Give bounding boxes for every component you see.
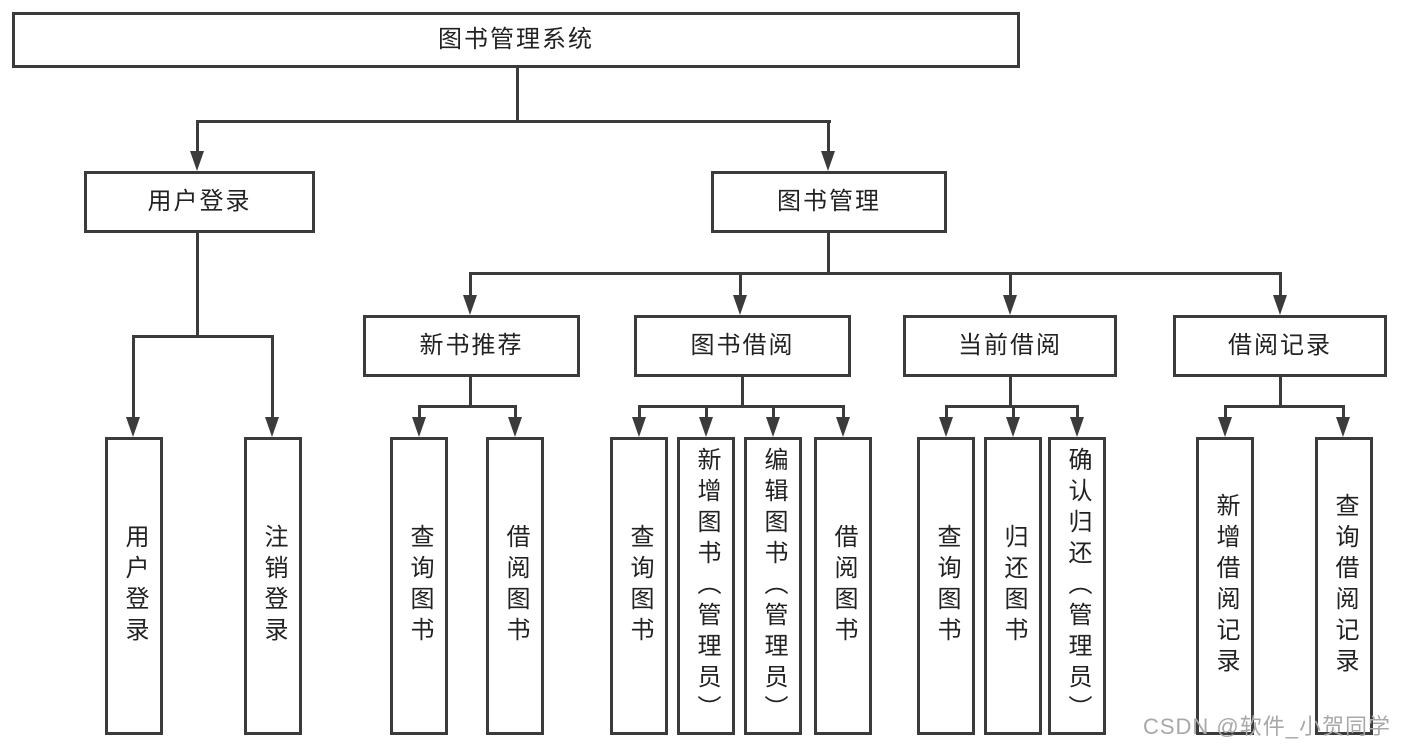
connector-line [772, 405, 775, 419]
arrowhead-down-icon [1070, 417, 1084, 437]
connector-line [1012, 405, 1015, 419]
node-new-book-recommend: 新书推荐 [363, 315, 580, 377]
connector-line [132, 335, 274, 338]
connector-line [638, 405, 641, 419]
connector-line [1279, 272, 1282, 297]
connector-line [1076, 405, 1079, 419]
arrowhead-down-icon [632, 417, 646, 437]
connector-line [514, 405, 517, 419]
node-label: 新增借阅记录 [1212, 493, 1239, 679]
connector-line [271, 335, 274, 419]
node-leaf-logout: 注销登录 [244, 437, 302, 735]
csdn-watermark: CSDN @软件_小贺同学 [1142, 714, 1391, 739]
node-label: 确认归还（管理员） [1064, 446, 1091, 726]
node-label: 借阅图书 [502, 524, 529, 648]
arrowhead-down-icon [508, 417, 522, 437]
connector-line [469, 272, 1282, 275]
connector-line [418, 405, 517, 408]
node-leaf-edit-books-admin: 编辑图书（管理员） [744, 437, 802, 735]
connector-line [842, 405, 845, 419]
node-label: 注销登录 [260, 524, 287, 648]
arrowhead-down-icon [190, 151, 204, 171]
node-leaf-user-login: 用户登录 [105, 437, 163, 735]
connector-line [705, 405, 708, 419]
node-leaf-return-books: 归还图书 [984, 437, 1042, 735]
node-label: 查询图书 [406, 524, 433, 648]
connector-line [739, 272, 742, 297]
node-book-borrowing: 图书借阅 [634, 315, 851, 377]
node-label: 借阅图书 [830, 524, 857, 648]
arrowhead-down-icon [1336, 417, 1350, 437]
node-label: 用户登录 [121, 524, 148, 648]
node-leaf-confirm-return-admin: 确认归还（管理员） [1048, 437, 1106, 735]
connector-line [196, 233, 199, 338]
node-library-management-system: 图书管理系统 [12, 12, 1020, 68]
node-leaf-query-books-2: 查询图书 [610, 437, 668, 735]
arrowhead-down-icon [821, 151, 835, 171]
connector-line [132, 335, 135, 419]
connector-line [1009, 377, 1012, 408]
node-leaf-query-books-1: 查询图书 [390, 437, 448, 735]
connector-line [418, 405, 421, 419]
arrowhead-down-icon [1218, 417, 1232, 437]
node-user-login: 用户登录 [84, 171, 315, 233]
arrowhead-down-icon [766, 417, 780, 437]
arrowhead-down-icon [265, 417, 279, 437]
arrowhead-down-icon [463, 295, 477, 315]
arrowhead-down-icon [1003, 295, 1017, 315]
node-leaf-borrow-books-1: 借阅图书 [486, 437, 544, 735]
node-label: 查询图书 [626, 524, 653, 648]
connector-line [196, 120, 199, 153]
arrowhead-down-icon [699, 417, 713, 437]
connector-line [469, 377, 472, 408]
connector-line [1279, 377, 1282, 408]
node-leaf-borrow-books-2: 借阅图书 [814, 437, 872, 735]
node-label: 归还图书 [1000, 524, 1027, 648]
node-leaf-query-books-3: 查询图书 [917, 437, 975, 735]
node-label: 编辑图书（管理员） [760, 446, 787, 726]
node-leaf-add-books-admin: 新增图书（管理员） [677, 437, 735, 735]
connector-line [1342, 405, 1345, 419]
arrowhead-down-icon [1006, 417, 1020, 437]
arrowhead-down-icon [1273, 295, 1287, 315]
node-borrowing-records: 借阅记录 [1173, 315, 1387, 377]
connector-line [469, 272, 472, 297]
connector-line [638, 405, 845, 408]
node-current-borrowing: 当前借阅 [903, 315, 1117, 377]
arrowhead-down-icon [733, 295, 747, 315]
connector-line [1224, 405, 1345, 408]
arrowhead-down-icon [126, 417, 140, 437]
node-label: 新增图书（管理员） [693, 446, 720, 726]
connector-line [1224, 405, 1227, 419]
node-label: 查询借阅记录 [1331, 493, 1358, 679]
node-label: 查询图书 [933, 524, 960, 648]
connector-line [827, 233, 830, 275]
connector-line [516, 67, 519, 121]
node-book-management: 图书管理 [711, 171, 947, 233]
connector-line [827, 120, 830, 153]
node-leaf-add-borrow-record: 新增借阅记录 [1196, 437, 1254, 735]
connector-line [741, 377, 744, 408]
connector-line [945, 405, 948, 419]
node-leaf-query-borrow-record: 查询借阅记录 [1315, 437, 1373, 735]
arrowhead-down-icon [412, 417, 426, 437]
arrowhead-down-icon [939, 417, 953, 437]
arrowhead-down-icon [836, 417, 850, 437]
connector-line [197, 120, 831, 123]
connector-line [1009, 272, 1012, 297]
